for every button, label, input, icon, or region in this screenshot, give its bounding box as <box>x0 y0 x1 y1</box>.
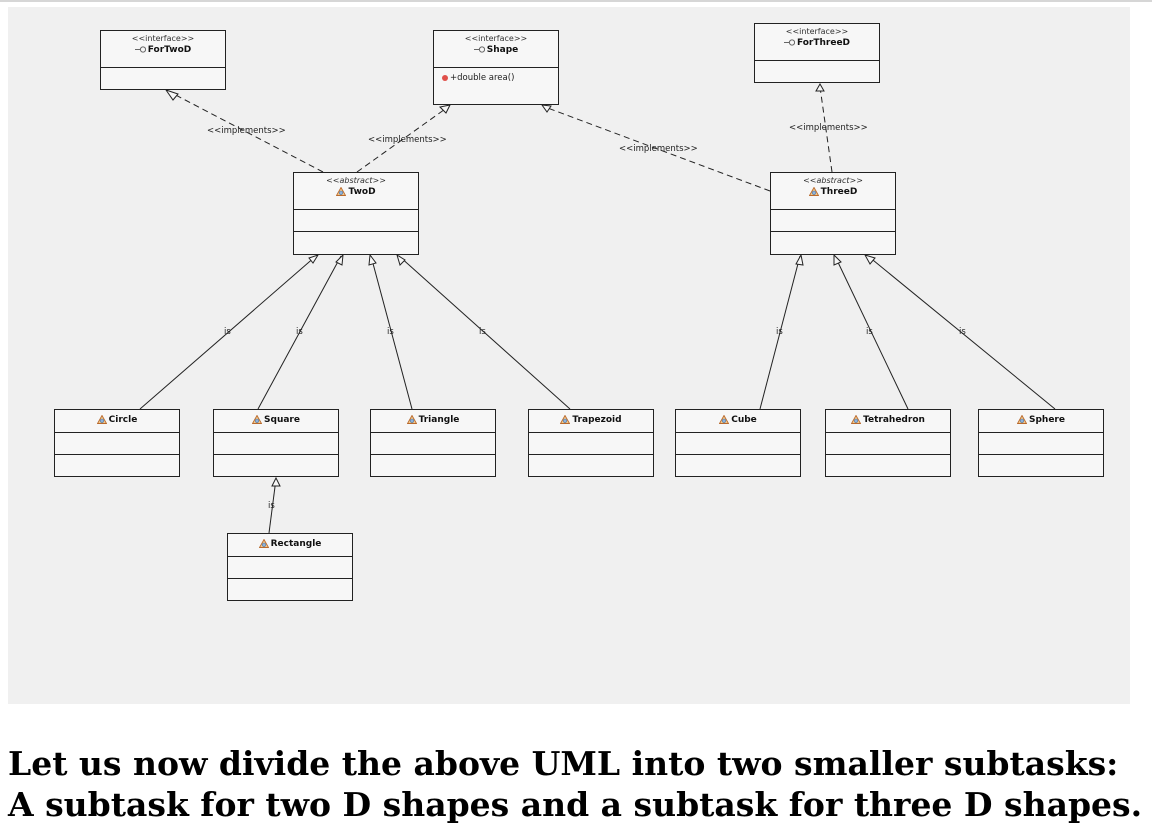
is-label-rectangle: is <box>268 501 275 511</box>
class-name: Trapezoid <box>572 415 622 425</box>
implements-label-forthreed: <<implements>> <box>789 123 868 133</box>
stereotype-label: <<abstract>> <box>803 176 863 185</box>
interface-forthreed-box[interactable]: <<interface>> ForThreeD <box>754 23 880 83</box>
class-trapezoid-box[interactable]: Trapezoid <box>528 409 654 477</box>
class-name: Triangle <box>418 415 460 425</box>
uml-diagram-canvas <box>8 7 1130 704</box>
stereotype-label: <<interface>> <box>785 27 849 36</box>
is-label-triangle: is <box>387 327 394 337</box>
class-sphere-box[interactable]: Sphere <box>978 409 1104 477</box>
attributes-compartment <box>771 210 895 232</box>
class-name: TwoD <box>348 187 376 197</box>
class-icon <box>1017 415 1027 424</box>
attributes-compartment <box>371 433 495 455</box>
attributes-compartment <box>529 433 653 455</box>
methods-compartment <box>55 455 179 476</box>
abstract-class-icon <box>336 187 347 196</box>
is-label-tetrahedron: is <box>866 327 873 337</box>
top-border <box>0 0 1152 2</box>
methods-compartment <box>228 579 352 600</box>
method-signature: +double area() <box>450 73 515 83</box>
class-icon <box>851 415 862 424</box>
is-label-circle: is <box>224 327 231 337</box>
class-header: Square <box>214 410 338 433</box>
stereotype-label: <<interface>> <box>464 34 528 43</box>
interface-header: <<interface>> ForThreeD <box>755 24 879 61</box>
class-circle-box[interactable]: Circle <box>54 409 180 477</box>
attributes-compartment <box>55 433 179 455</box>
methods-compartment <box>979 455 1103 476</box>
class-name: Circle <box>108 415 138 425</box>
interface-name: ForTwoD <box>147 45 192 55</box>
class-triangle-box[interactable]: Triangle <box>370 409 496 477</box>
interface-header: <<interface>> ForTwoD <box>101 31 225 68</box>
class-name: Tetrahedron <box>863 415 925 425</box>
class-header: Cube <box>676 410 800 433</box>
class-header: Circle <box>55 410 179 433</box>
interface-icon <box>473 46 485 53</box>
class-tetrahedron-box[interactable]: Tetrahedron <box>825 409 951 477</box>
public-method-icon <box>442 74 448 81</box>
class-name: Square <box>264 415 300 425</box>
class-name: Rectangle <box>270 539 322 549</box>
class-header: Sphere <box>979 410 1103 433</box>
class-header: Trapezoid <box>529 410 653 433</box>
class-icon <box>96 415 107 424</box>
methods-compartment <box>214 455 338 476</box>
methods-compartment <box>101 68 225 89</box>
interface-icon <box>783 39 795 46</box>
methods-compartment <box>529 455 653 476</box>
class-square-box[interactable]: Square <box>213 409 339 477</box>
class-name: Sphere <box>1029 415 1065 425</box>
attributes-compartment <box>979 433 1103 455</box>
page-caption: Let us now divide the above UML into two… <box>8 744 1143 824</box>
is-label-sphere: is <box>959 327 966 337</box>
interface-fortwod-box[interactable]: <<interface>> ForTwoD <box>100 30 226 90</box>
abstract-twod-box[interactable]: <<abstract>> TwoD <box>293 172 419 255</box>
is-label-trapezoid: is <box>479 327 486 337</box>
attributes-compartment <box>228 557 352 579</box>
abstract-threed-box[interactable]: <<abstract>> ThreeD <box>770 172 896 255</box>
interface-name: Shape <box>486 45 519 55</box>
class-rectangle-box[interactable]: Rectangle <box>227 533 353 601</box>
abstract-header: <<abstract>> ThreeD <box>771 173 895 210</box>
abstract-header: <<abstract>> TwoD <box>294 173 418 210</box>
class-name: ThreeD <box>820 187 858 197</box>
class-cube-box[interactable]: Cube <box>675 409 801 477</box>
attributes-compartment <box>676 433 800 455</box>
stereotype-label: <<abstract>> <box>326 176 386 185</box>
implements-label-shape-twod: <<implements>> <box>368 135 447 145</box>
interface-header: <<interface>> Shape <box>434 31 558 68</box>
methods-compartment <box>676 455 800 476</box>
class-header: Triangle <box>371 410 495 433</box>
methods-compartment: +double area() <box>434 68 558 104</box>
attributes-compartment <box>826 433 950 455</box>
is-label-square: is <box>296 327 303 337</box>
implements-label-fortwod: <<implements>> <box>207 126 286 136</box>
class-icon <box>719 415 730 424</box>
methods-compartment <box>755 61 879 82</box>
stereotype-label: <<interface>> <box>131 34 195 43</box>
class-icon <box>406 415 417 424</box>
interface-shape-box[interactable]: <<interface>> Shape +double area() <box>433 30 559 105</box>
class-header: Rectangle <box>228 534 352 557</box>
attributes-compartment <box>214 433 338 455</box>
interface-icon <box>134 46 146 53</box>
abstract-class-icon <box>808 187 819 196</box>
attributes-compartment <box>294 210 418 232</box>
implements-label-shape-threed: <<implements>> <box>619 144 698 154</box>
class-icon <box>258 539 269 548</box>
methods-compartment <box>826 455 950 476</box>
class-name: Cube <box>731 415 757 425</box>
class-icon <box>252 415 263 424</box>
class-icon <box>560 415 571 424</box>
methods-compartment <box>294 232 418 254</box>
methods-compartment <box>771 232 895 254</box>
methods-compartment <box>371 455 495 476</box>
class-header: Tetrahedron <box>826 410 950 433</box>
interface-name: ForThreeD <box>796 38 851 48</box>
is-label-cube: is <box>776 327 783 337</box>
